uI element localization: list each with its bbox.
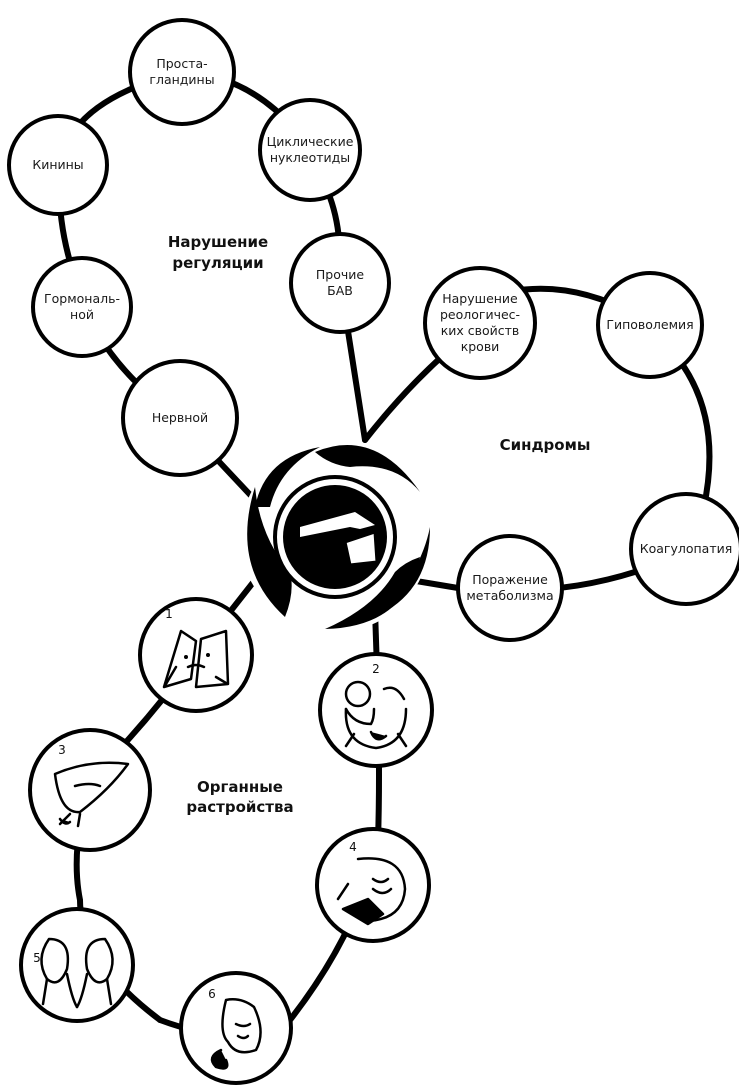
node-organ-6: 6 (179, 971, 293, 1085)
syndromes-title: Синдромы (500, 436, 591, 454)
node-coagulopathy: Коагулопатия (629, 492, 739, 606)
node-circle (128, 18, 236, 126)
node-label-line: Циклические (267, 134, 354, 149)
node-label-line: Прочие (316, 267, 364, 282)
organs-title-2: растройства (186, 798, 293, 816)
stomach-icon (210, 998, 262, 1070)
node-label-line: Нарушение (442, 291, 518, 306)
regulation-arc-left (56, 69, 185, 423)
node-circle (138, 597, 254, 713)
regulation-title-1: Нарушение (168, 233, 268, 251)
node-circle (423, 266, 537, 380)
node-label-line: метаболизма (466, 588, 553, 603)
node-label-line: Гормональ- (44, 291, 120, 306)
node-label-line: гландины (149, 72, 214, 87)
organ-number: 2 (372, 662, 380, 676)
kidneys-icon (40, 937, 114, 1009)
node-label-line: реологичес- (440, 307, 520, 322)
node-circle (596, 271, 704, 379)
organ-number: 1 (165, 607, 173, 621)
node-label-line: Кинины (32, 157, 83, 172)
node-organ-4: 4 (315, 827, 431, 943)
node-circle (31, 256, 133, 358)
node-label-line: БАВ (327, 283, 353, 298)
node-circle (258, 98, 362, 202)
lungs-icon (162, 629, 230, 689)
node-kinins: Кинины (7, 114, 109, 216)
node-label-line: Проста- (156, 56, 207, 71)
organ-number: 4 (349, 840, 357, 854)
node-circle (7, 114, 109, 216)
regulation-title-2: регуляции (172, 254, 263, 272)
node-label-line: Поражение (472, 572, 548, 587)
node-hypovolemia: Гиповолемия (596, 271, 704, 379)
node-label-line: Коагулопатия (640, 541, 733, 556)
organ-number: 3 (58, 743, 66, 757)
liver-icon (53, 761, 130, 828)
organ-number: 6 (208, 987, 216, 1001)
node-organ-3: 3 (28, 728, 152, 852)
node-circle (121, 359, 239, 477)
organs-title-1: Органные (197, 778, 283, 796)
node-hormonal: Гормональ-ной (31, 256, 133, 358)
brain-icon (336, 857, 407, 926)
node-organ-2: 2 (318, 652, 434, 768)
nodes: Проста-гландиныЦиклическиенуклеотидыКини… (7, 18, 739, 1085)
node-circle (289, 232, 391, 334)
heart-icon (344, 680, 408, 750)
node-prostaglandins: Проста-гландины (128, 18, 236, 126)
shock-swirl-icon (240, 442, 430, 632)
organ-number: 5 (33, 951, 41, 965)
node-organ-1: 1 (138, 597, 254, 713)
node-label-line: Нервной (152, 410, 208, 425)
node-label-line: ной (70, 307, 94, 322)
node-label-line: крови (461, 339, 500, 354)
node-circle (629, 492, 739, 606)
node-label-line: Гиповолемия (606, 317, 693, 332)
node-circle (19, 907, 135, 1023)
node-organ-5: 5 (19, 907, 135, 1023)
node-nervous: Нервной (121, 359, 239, 477)
node-label-line: нуклеотиды (270, 150, 350, 165)
node-label-line: ких свойств (441, 323, 520, 338)
node-circle (456, 534, 564, 642)
